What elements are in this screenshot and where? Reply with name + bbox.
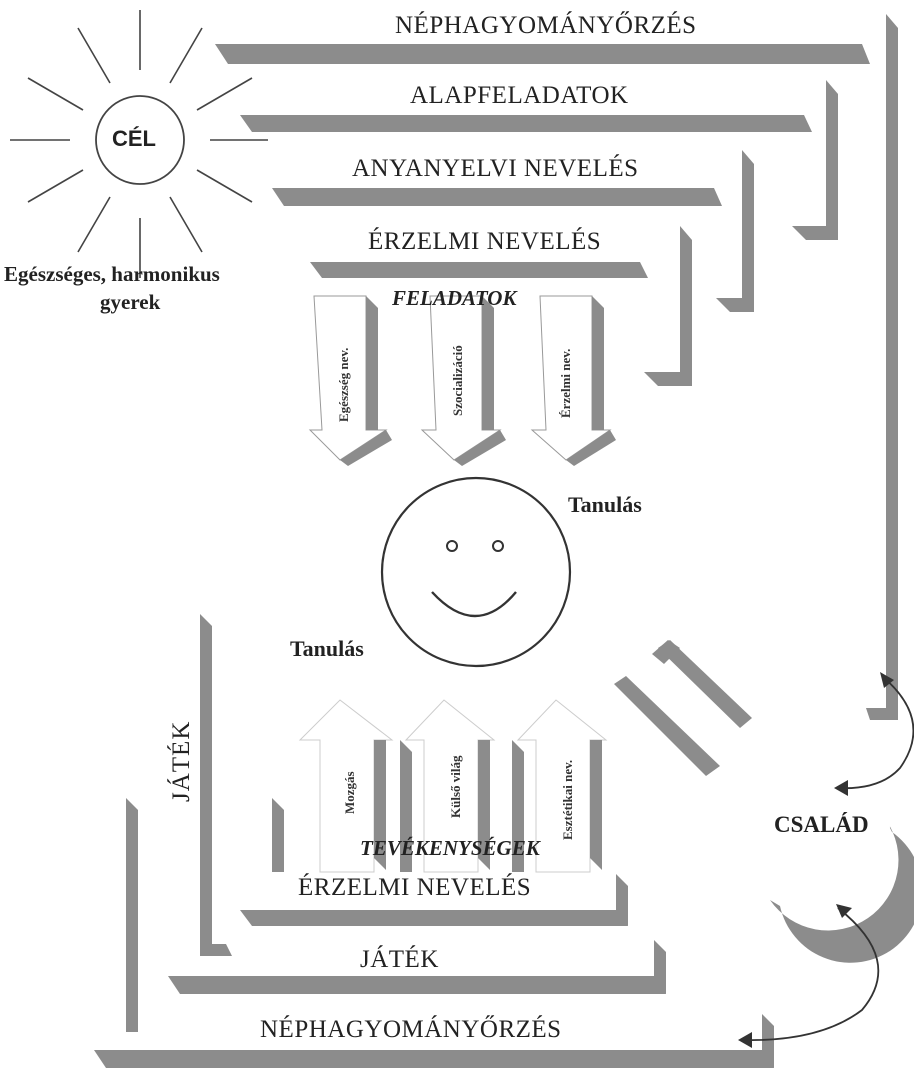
arrow-kulso: [400, 699, 496, 873]
curved-arrows: [741, 675, 914, 1041]
feladatok-arrows: [308, 295, 616, 466]
arrow-heads: [738, 672, 894, 1048]
sun-rays: [10, 10, 268, 278]
bottom-band-1-label: ÉRZELMI NEVELÉS: [298, 874, 532, 901]
tevekenysegek-arrow-label-2: Külső világ: [448, 755, 463, 819]
top-band-2-label: ALAPFELADATOK: [410, 82, 629, 109]
arrow-szocializacio: [420, 295, 506, 466]
feladatok-arrow-label-2: Szocializáció: [450, 345, 465, 416]
feladatok-arrow-label-1: Egészség nev.: [336, 347, 351, 422]
bottom-band-2-label: JÁTÉK: [360, 946, 439, 973]
top-band-4-label: ÉRZELMI NEVELÉS: [368, 228, 602, 255]
tevekenysegek-title: TEVÉKENYSÉGEK: [360, 836, 540, 860]
family-label: CSALÁD: [774, 812, 869, 837]
arrow-mozgas: [272, 699, 394, 873]
arrow-egeszseg: [308, 295, 392, 466]
smiley-face: [380, 476, 572, 668]
feladatok-arrow-label-3: Érzelmi nev.: [558, 348, 573, 418]
arrow-esztetikai: [512, 699, 608, 873]
smile-mouth: [431, 591, 517, 618]
right-eye: [492, 540, 504, 552]
feladatok-title: FELADATOK: [392, 286, 517, 310]
tanulas-label-right: Tanulás: [568, 492, 642, 517]
tevekenysegek-arrow-label-1: Mozgás: [342, 771, 357, 814]
sun-circle: [95, 95, 185, 185]
sun-caption-line1: Egészséges, harmonikus: [4, 262, 220, 286]
bottom-bands: [94, 614, 774, 1068]
arrow-erzelmi: [530, 295, 616, 466]
family-circle: [758, 760, 914, 963]
left-vertical-label: JÁTÉK: [168, 720, 195, 802]
top-band-1-label: NÉPHAGYOMÁNYŐRZÉS: [395, 12, 697, 39]
sun-caption-line2: gyerek: [100, 290, 161, 314]
tanulas-label-left: Tanulás: [290, 636, 364, 661]
sun-label: CÉL: [112, 126, 156, 151]
tevekenysegek-arrows: [272, 699, 608, 873]
left-eye: [446, 540, 458, 552]
top-band-3-label: ANYANYELVI NEVELÉS: [352, 155, 639, 182]
top-bands: [215, 14, 898, 720]
bottom-band-3-label: NÉPHAGYOMÁNYŐRZÉS: [260, 1016, 562, 1043]
tevekenysegek-arrow-label-3: Esztétikai nev.: [560, 759, 575, 840]
diagonal-arrows: [614, 640, 752, 776]
